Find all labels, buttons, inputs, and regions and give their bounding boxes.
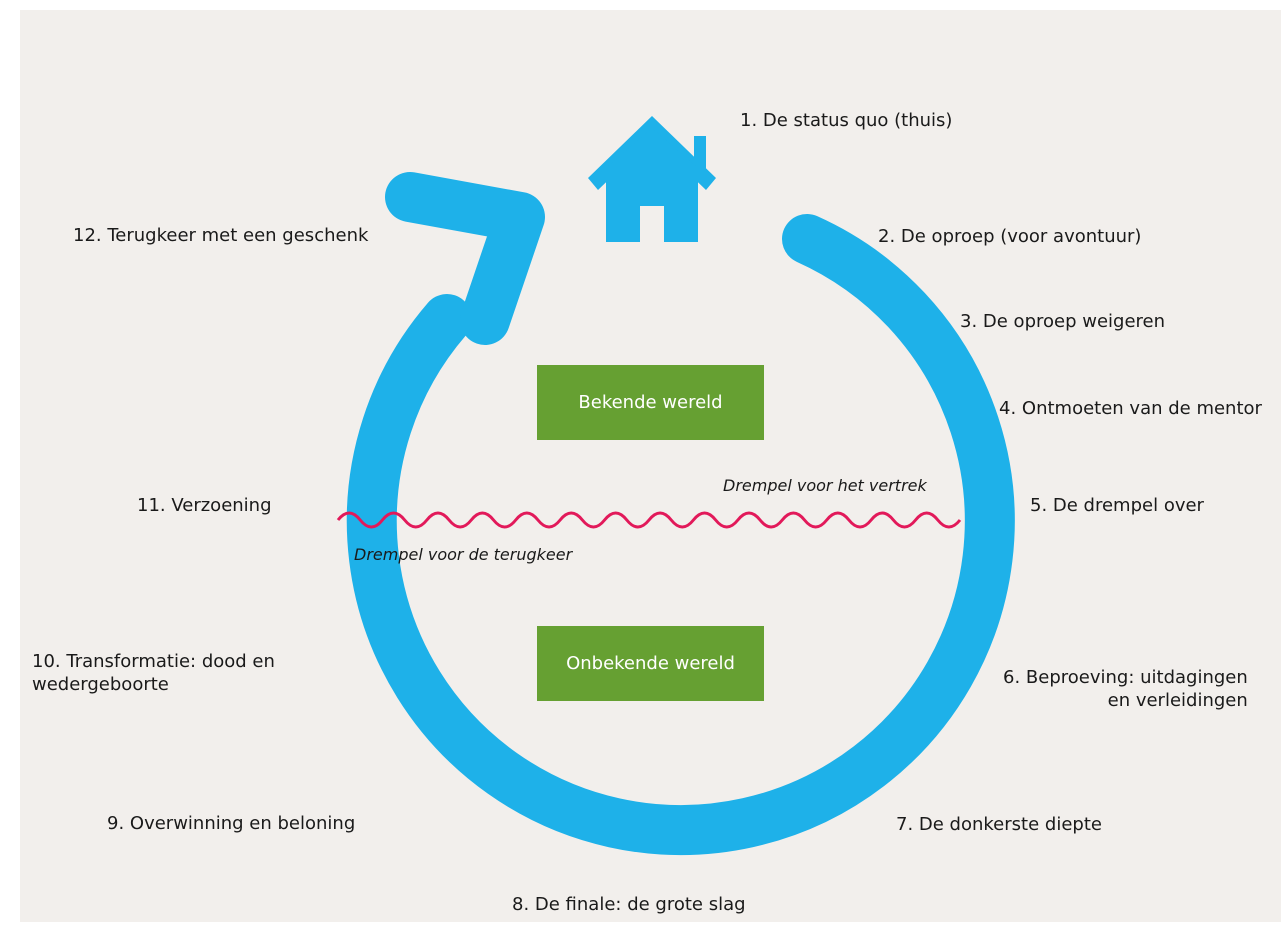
step-4-meeting-mentor: 4. Ontmoeten van de mentor: [999, 398, 1262, 419]
unknown-world-label: Onbekende wereld: [566, 653, 735, 674]
house-icon: [588, 116, 716, 242]
cycle-arrowhead-icon: [385, 172, 545, 345]
step-12-return-with-gift: 12. Terugkeer met een geschenk: [73, 225, 369, 246]
step-8-finale: 8. De finale: de grote slag: [512, 894, 746, 915]
known-world-box: Bekende wereld: [537, 365, 764, 440]
cycle-arc: [346, 214, 1015, 856]
threshold-departure-label: Drempel voor het vertrek: [723, 476, 927, 495]
step-11-reconciliation: 11. Verzoening: [137, 495, 272, 516]
threshold-return-label: Drempel voor de terugkeer: [354, 545, 573, 564]
step-1-status-quo: 1. De status quo (thuis): [740, 110, 953, 131]
threshold-wave: [336, 511, 962, 529]
step-9-victory-reward: 9. Overwinning en beloning: [107, 813, 356, 834]
diagram-graphics: [336, 116, 1015, 856]
step-3-refusal: 3. De oproep weigeren: [960, 311, 1166, 332]
step-2-call-to-adventure: 2. De oproep (voor avontuur): [878, 226, 1142, 247]
step-5-crossing-threshold: 5. De drempel over: [1030, 495, 1204, 516]
heros-journey-diagram: Bekende wereld Onbekende wereld Drempel …: [20, 10, 1281, 922]
unknown-world-box: Onbekende wereld: [537, 626, 764, 701]
step-7-darkest-depth: 7. De donkerste diepte: [896, 814, 1102, 835]
known-world-label: Bekende wereld: [578, 392, 723, 413]
step-10-transformation: 10. Transformatie: dood en wedergeboorte: [32, 651, 275, 695]
step-6-ordeal: 6. Beproeving: uitdagingen en verleiding…: [1003, 667, 1248, 711]
